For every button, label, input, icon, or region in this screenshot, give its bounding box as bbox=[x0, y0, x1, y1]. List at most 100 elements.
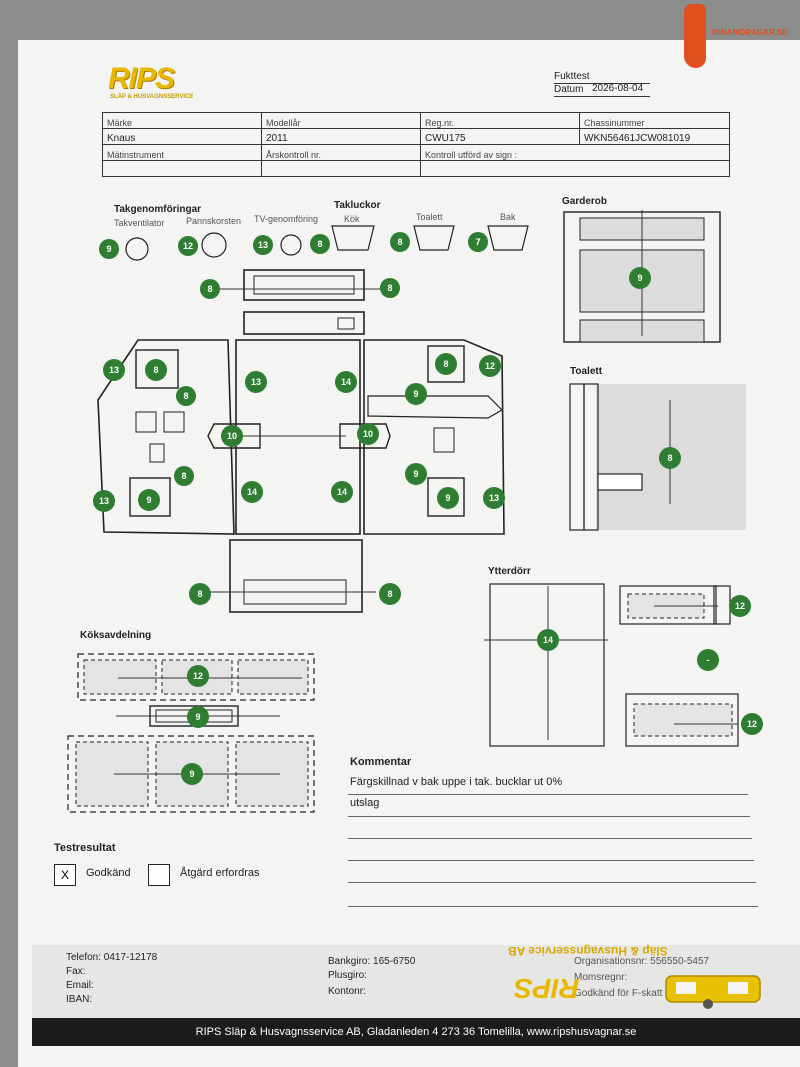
dot-left-bottom-13: 13 bbox=[93, 490, 115, 512]
watermark-text: MINAMORAGAR.SE bbox=[712, 28, 788, 37]
fax: Fax: bbox=[66, 966, 86, 977]
testresultat-heading: Testresultat bbox=[54, 842, 116, 854]
svg-text:8: 8 bbox=[397, 237, 402, 247]
toalett-hatch-label: Toalett bbox=[416, 212, 443, 222]
svg-text:9: 9 bbox=[413, 389, 418, 399]
atgard-label: Åtgärd erfordras bbox=[180, 867, 260, 879]
svg-text:8: 8 bbox=[183, 391, 188, 401]
dot-center-bottom-14a: 14 bbox=[241, 481, 263, 503]
date-label: Datum bbox=[554, 84, 584, 95]
matinstrument-label: Mätinstrument bbox=[107, 150, 165, 160]
modellar-value: 2011 bbox=[266, 133, 288, 144]
dot-door-bottom: 12 bbox=[741, 713, 763, 735]
caravan-icon bbox=[665, 975, 761, 1009]
svg-text:13: 13 bbox=[258, 240, 268, 250]
plusgiro: Plusgiro: bbox=[328, 970, 367, 981]
dot-right-top-12: 12 bbox=[479, 355, 501, 377]
svg-text:8: 8 bbox=[153, 365, 158, 375]
regnr-label: Reg.nr. bbox=[425, 118, 455, 128]
dot-front-right: 8 bbox=[380, 278, 400, 298]
svg-text:9: 9 bbox=[146, 495, 151, 505]
kok-hatch-label: Kök bbox=[344, 214, 360, 224]
svg-text:9: 9 bbox=[189, 769, 194, 779]
takluckor-heading: Takluckor bbox=[334, 200, 381, 211]
svg-text:13: 13 bbox=[109, 365, 119, 375]
left-wall bbox=[97, 339, 235, 535]
svg-text:12: 12 bbox=[193, 671, 203, 681]
svg-text:13: 13 bbox=[489, 493, 499, 503]
iban: IBAN: bbox=[66, 994, 93, 1005]
dot-door-handle: 12 bbox=[729, 595, 751, 617]
dot-left-mid-8: 8 bbox=[176, 386, 196, 406]
dot-right-bottom-13: 13 bbox=[483, 487, 505, 509]
fskatt: Godkänd för F-skatt bbox=[574, 988, 663, 999]
dot-ytterdorr: 14 bbox=[537, 629, 559, 651]
dot-right-bottom-9b: 9 bbox=[437, 487, 459, 509]
svg-text:9: 9 bbox=[637, 273, 642, 283]
kommentar-line-2[interactable]: utslag bbox=[350, 797, 380, 809]
dot-front-left: 8 bbox=[200, 279, 220, 299]
dot-takventilator: 9 bbox=[99, 239, 119, 259]
kommentar-line-1[interactable]: Färgskillnad v bak uppe i tak. bucklar u… bbox=[350, 776, 563, 788]
telefon: Telefon: 0417-12178 bbox=[66, 952, 158, 963]
svg-text:-: - bbox=[707, 655, 710, 665]
dot-toalett: 8 bbox=[659, 447, 681, 469]
godkand-checkbox[interactable]: X bbox=[54, 864, 76, 886]
bak-hatch-label: Bak bbox=[500, 212, 516, 222]
ytterdorr-heading: Ytterdörr bbox=[488, 566, 531, 577]
kok-top-frame bbox=[77, 653, 315, 701]
momsreg: Momsregnr: bbox=[574, 972, 628, 983]
dot-kok-top: 12 bbox=[187, 665, 209, 687]
dot-kok-bottom: 9 bbox=[181, 763, 203, 785]
svg-text:14: 14 bbox=[247, 487, 257, 497]
form-title: Fukttest bbox=[554, 71, 590, 82]
takgenomforingar-heading: Takgenomföringar bbox=[114, 204, 202, 215]
svg-text:12: 12 bbox=[747, 719, 757, 729]
dot-kok-mid: 9 bbox=[187, 706, 209, 728]
svg-text:12: 12 bbox=[183, 241, 193, 251]
right-wall bbox=[363, 339, 505, 535]
logo-subtitle: SLÄP & HUSVAGNSSERVICE bbox=[110, 94, 194, 100]
svg-text:14: 14 bbox=[543, 635, 553, 645]
svg-text:8: 8 bbox=[667, 453, 672, 463]
svg-text:8: 8 bbox=[317, 239, 322, 249]
chassinummer-label: Chassinummer bbox=[584, 118, 645, 128]
svg-text:13: 13 bbox=[99, 496, 109, 506]
svg-text:8: 8 bbox=[197, 589, 202, 599]
dot-tv-extra: 8 bbox=[310, 234, 330, 254]
marke-value: Knaus bbox=[107, 133, 136, 144]
svg-text:14: 14 bbox=[341, 377, 351, 387]
company-name-flipped: Släp & Husvagnsservice AB bbox=[508, 944, 668, 958]
dot-right-10: 10 bbox=[357, 423, 379, 445]
kommentar-heading: Kommentar bbox=[350, 756, 412, 768]
modellar-label: Modellår bbox=[266, 118, 301, 128]
arskontroll-label: Årskontroll nr. bbox=[266, 150, 322, 160]
dot-left-bottom-9: 9 bbox=[138, 489, 160, 511]
dot-takluckor-bak: 7 bbox=[468, 232, 488, 252]
regnr-value: CWU175 bbox=[425, 133, 466, 144]
svg-text:9: 9 bbox=[413, 469, 418, 479]
footer-address-bar: RIPS Släp & Husvagnsservice AB, Gladanle… bbox=[32, 1018, 800, 1046]
form-paper: RIPS SLÄP & HUSVAGNSSERVICE Fukttest Dat… bbox=[18, 40, 800, 1067]
front-window-frame bbox=[243, 269, 365, 301]
dot-center-13: 13 bbox=[245, 371, 267, 393]
date-value: 2026-08-04 bbox=[592, 83, 644, 94]
svg-text:12: 12 bbox=[735, 601, 745, 611]
atgard-checkbox[interactable] bbox=[148, 864, 170, 886]
org-nr: Organisationsnr: 556550-5457 bbox=[574, 956, 710, 967]
dot-door-dash: - bbox=[697, 649, 719, 671]
svg-text:8: 8 bbox=[443, 359, 448, 369]
svg-text:8: 8 bbox=[387, 283, 392, 293]
dot-left-top-8: 8 bbox=[145, 359, 167, 381]
kontonr: Kontonr: bbox=[328, 986, 366, 997]
dot-tv-genomforing: 13 bbox=[253, 235, 273, 255]
godkand-label: Godkänd bbox=[86, 867, 131, 879]
koksavdelning-heading: Köksavdelning bbox=[80, 630, 152, 641]
svg-text:14: 14 bbox=[337, 487, 347, 497]
chassinummer-value: WKN56461JCW081019 bbox=[584, 133, 691, 144]
svg-text:7: 7 bbox=[475, 237, 480, 247]
svg-text:13: 13 bbox=[251, 377, 261, 387]
ytterdorr-frame bbox=[489, 583, 605, 747]
svg-text:8: 8 bbox=[207, 284, 212, 294]
dot-pannskorsten: 12 bbox=[178, 236, 198, 256]
